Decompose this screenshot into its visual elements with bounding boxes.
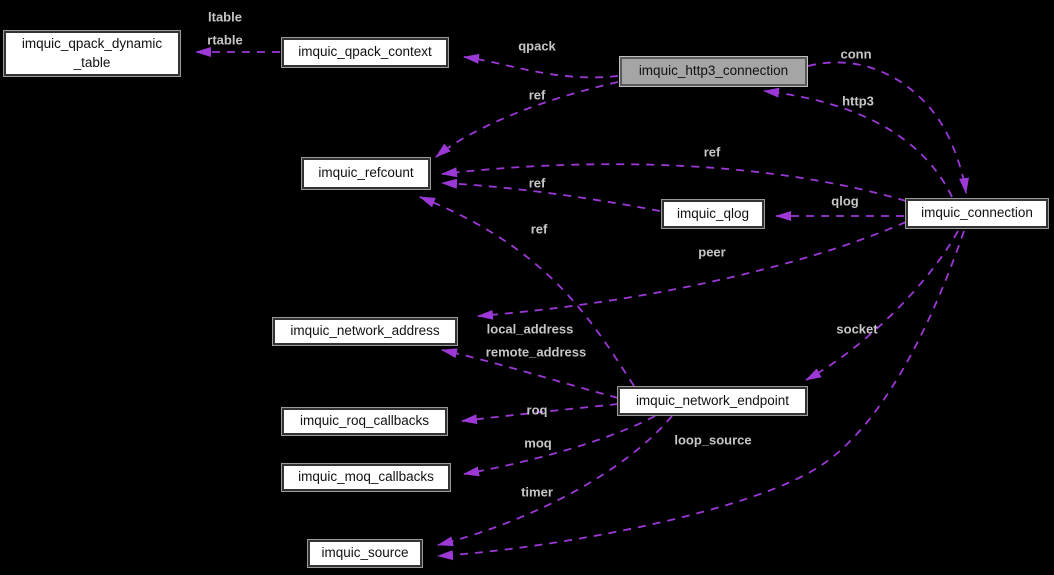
edge-label-local-address: local_address: [486, 321, 574, 337]
edge-label-moq: moq: [524, 435, 552, 451]
edge-socket: [805, 230, 959, 381]
edge-label-rtable: rtable: [207, 32, 243, 48]
node-imquic-qpack-dynamic-table[interactable]: imquic_qpack_dynamic _table: [3, 30, 181, 77]
node-imquic-connection[interactable]: imquic_connection: [905, 198, 1049, 229]
edge-label-socket: socket: [836, 321, 878, 337]
edge-label-loop-source: loop_source: [674, 432, 752, 448]
node-imquic-refcount[interactable]: imquic_refcount: [301, 157, 431, 190]
edge-label-remote-address: remote_address: [485, 344, 587, 360]
edge-label-ref-qlog: ref: [528, 175, 546, 191]
node-imquic-network-address[interactable]: imquic_network_address: [272, 317, 458, 346]
edge-ref-qlog: [441, 178, 661, 212]
node-imquic-roq-callbacks[interactable]: imquic_roq_callbacks: [281, 407, 448, 436]
node-imquic-qlog[interactable]: imquic_qlog: [661, 199, 765, 229]
edge-label-ref-endpoint: ref: [530, 221, 548, 237]
edge-conn: [807, 61, 969, 194]
edge-label-qpack: qpack: [518, 38, 556, 54]
edge-label-roq: roq: [526, 402, 548, 418]
edge-local-remote-address: [441, 348, 619, 399]
edge-moq: [463, 415, 656, 477]
edge-roq: [461, 403, 619, 425]
edge-label-ltable: ltable: [208, 9, 242, 25]
node-imquic-moq-callbacks[interactable]: imquic_moq_callbacks: [281, 463, 451, 492]
edge-label-conn: conn: [840, 46, 872, 62]
edge-label-ref-connection: ref: [703, 144, 721, 160]
edge-loop-source: [437, 230, 965, 561]
edge-label-peer: peer: [698, 244, 726, 260]
edge-timer: [437, 415, 673, 547]
edge-label-qlog: qlog: [831, 193, 859, 209]
edge-ref-endpoint: [419, 196, 635, 387]
edge-label-ref-http3conn: ref: [528, 87, 546, 103]
edge-label-timer: timer: [521, 484, 553, 500]
edge-qpack: [463, 53, 619, 79]
node-imquic-network-endpoint[interactable]: imquic_network_endpoint: [617, 386, 808, 416]
edge-label-http3: http3: [842, 93, 874, 109]
edge-peer: [477, 221, 907, 320]
node-imquic-qpack-context[interactable]: imquic_qpack_context: [281, 37, 449, 68]
node-imquic-source[interactable]: imquic_source: [307, 539, 423, 568]
node-imquic-http3-connection[interactable]: imquic_http3_connection: [619, 56, 808, 87]
edge-ref-http3conn: [435, 81, 619, 158]
edge-ref-connection: [441, 163, 907, 202]
